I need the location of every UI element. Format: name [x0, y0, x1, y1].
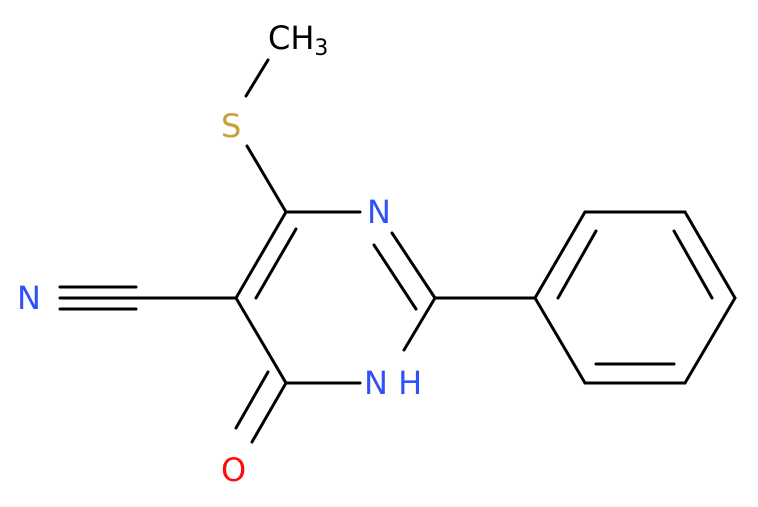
sulfur-label: S [221, 107, 241, 145]
atom-labels: CH3 S N N H O N [17, 19, 422, 489]
bond-c5-c4-second [254, 227, 298, 300]
bond-phenyl-inner-1 [556, 229, 598, 300]
bond-phenyl-inner-2 [672, 229, 714, 300]
bond-phenyl-6 [533, 296, 587, 385]
methyl-label: CH3 [268, 19, 328, 61]
bond-n3-c2-second [372, 243, 418, 311]
bond-c6-oxygen-second [234, 370, 270, 430]
bond-n3-c2 [390, 231, 437, 300]
bond-sulfur-c4 [245, 144, 288, 214]
nh-label: N H [364, 364, 422, 402]
ring-nitrogen-label: N [367, 193, 391, 231]
oxygen-label: O [221, 451, 246, 489]
bond-phenyl-3 [683, 210, 737, 300]
bond-c5-c4 [234, 210, 288, 300]
bond-phenyl-1 [533, 210, 587, 300]
bond-c6-oxygen [250, 381, 288, 444]
nitrile-nitrogen-label: N [17, 279, 41, 317]
bond-group [58, 58, 737, 444]
bond-c2-n1 [402, 296, 437, 352]
bond-c6-c5 [234, 296, 288, 385]
bond-phenyl-4 [683, 296, 737, 385]
bond-methyl-sulfur [244, 58, 270, 98]
